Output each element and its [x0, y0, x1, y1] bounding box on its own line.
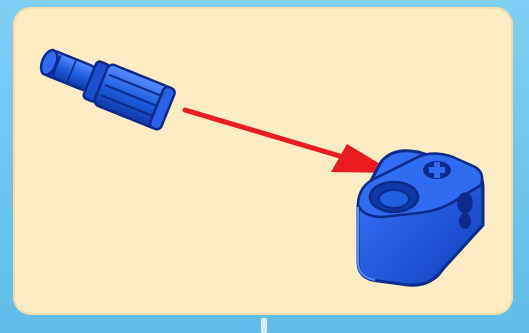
instruction-panel — [13, 7, 513, 315]
insertion-arrow — [185, 110, 395, 173]
pin-with-axle-part — [34, 39, 176, 130]
bottom-tab-marker — [261, 318, 267, 333]
axle-connector-part — [358, 151, 483, 285]
assembly-diagram — [13, 7, 513, 315]
